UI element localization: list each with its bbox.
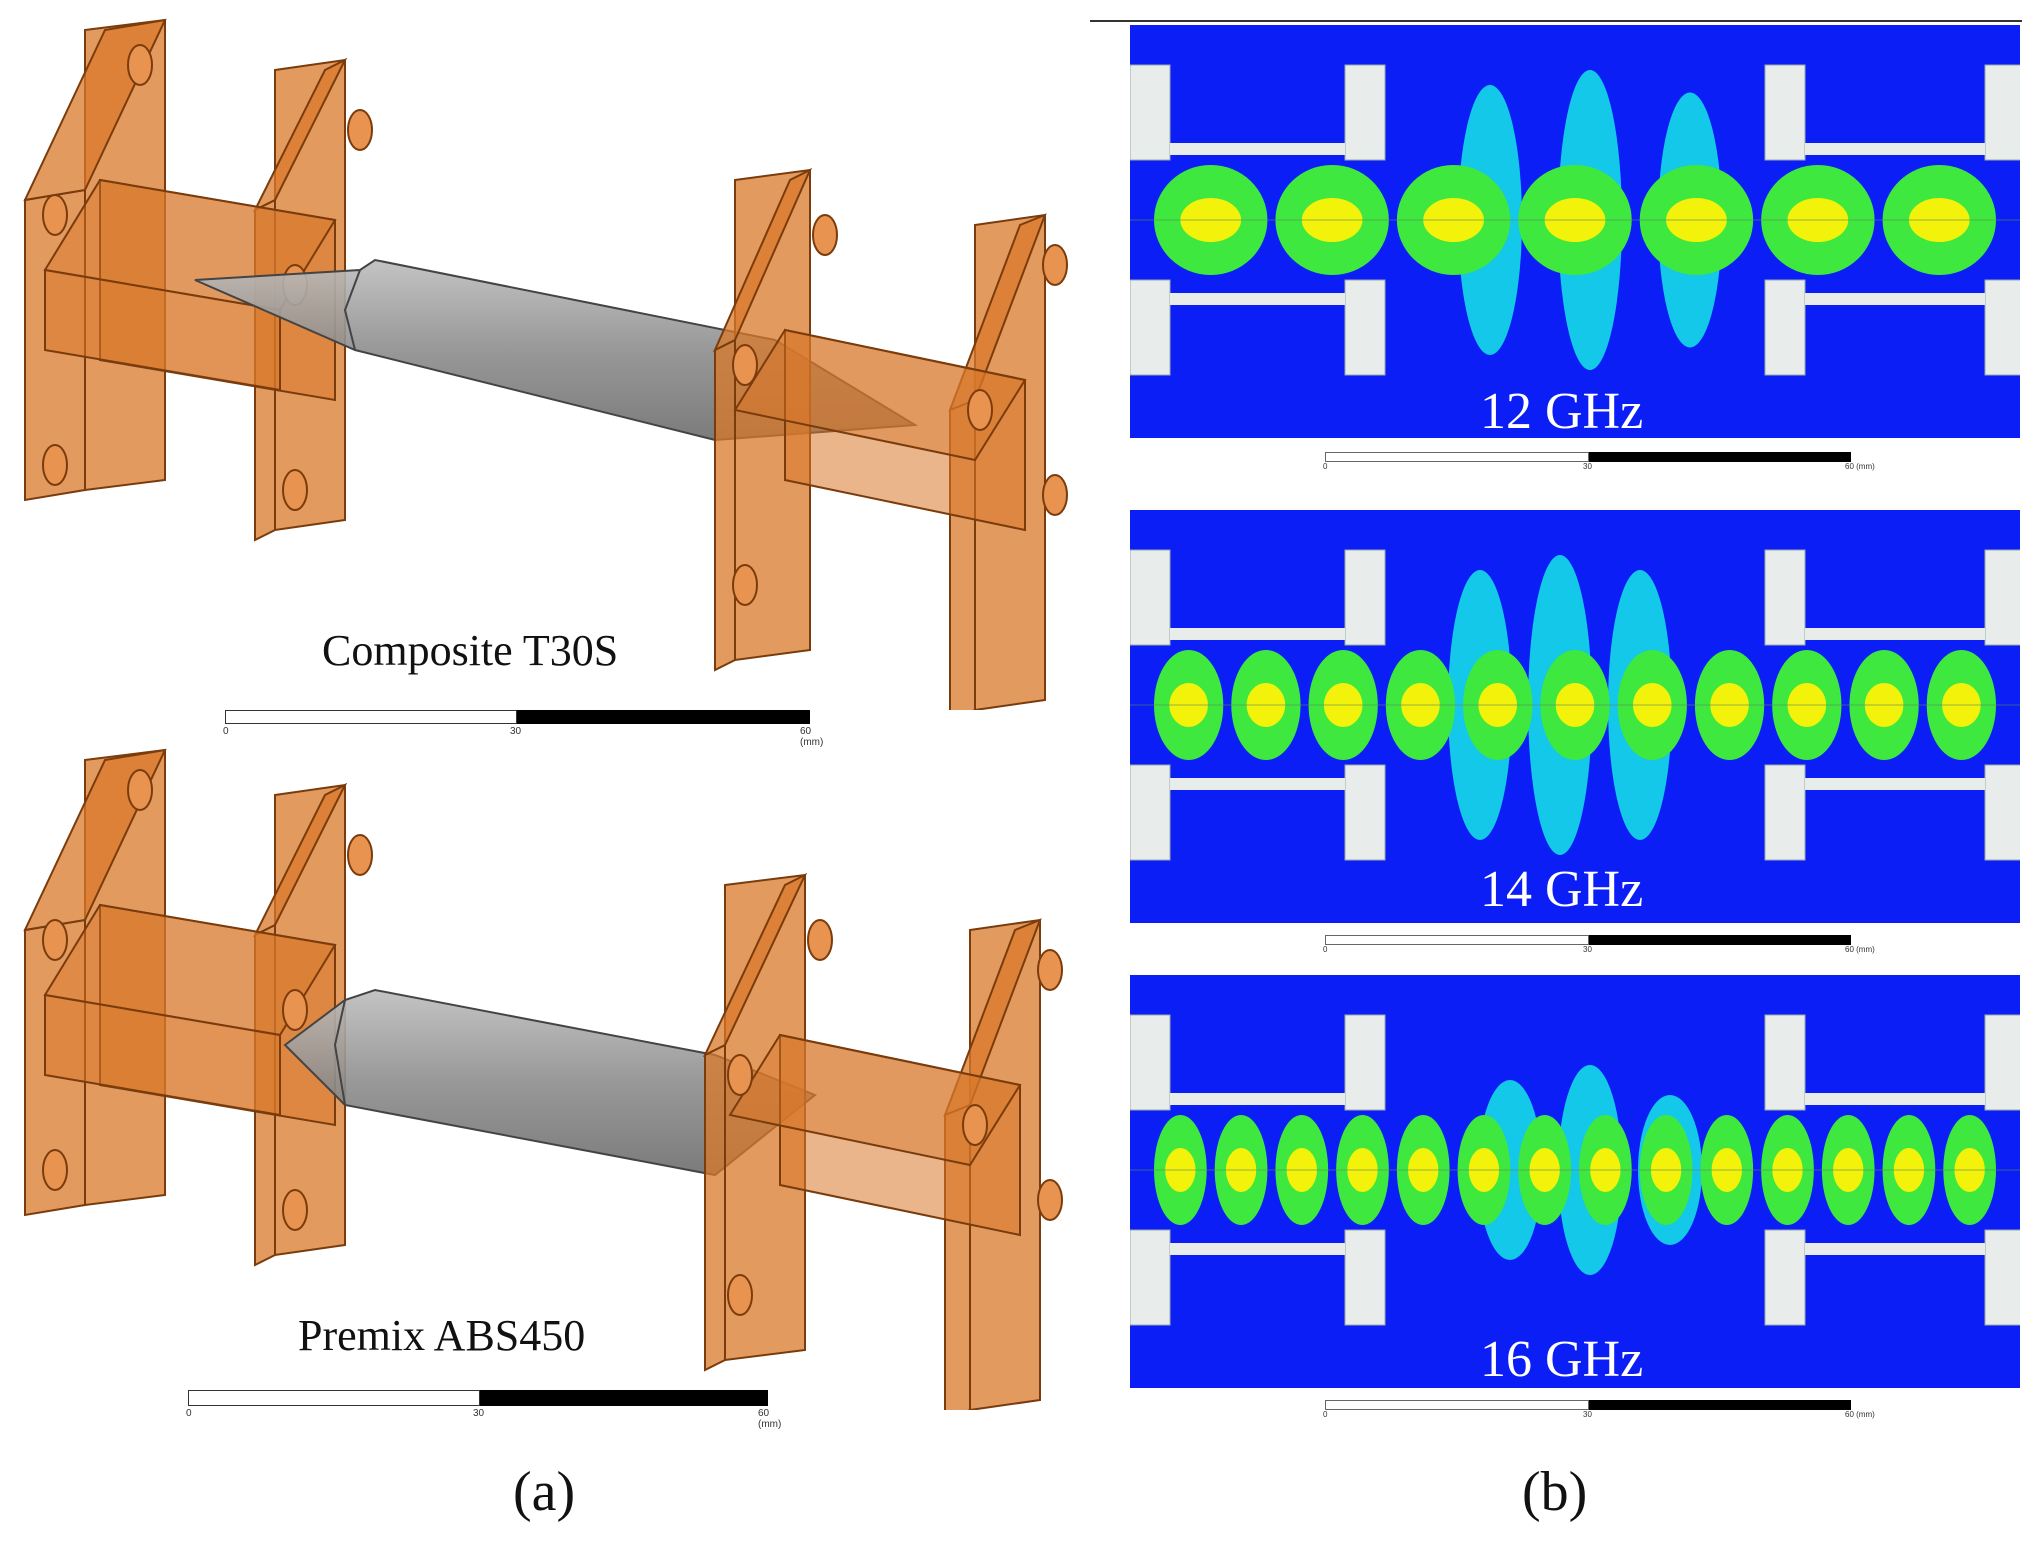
frequency-label: 16 GHz bbox=[1480, 1331, 1644, 1388]
scale-tick: 60 (mm) bbox=[758, 1408, 782, 1430]
flange-block bbox=[1764, 1014, 1806, 1111]
flange-block bbox=[1344, 279, 1386, 376]
scale-bar: 0 30 60 (mm) bbox=[1323, 935, 1885, 955]
field-map-svg bbox=[1129, 510, 2026, 935]
flange-block bbox=[1764, 64, 1806, 161]
ruler-strip bbox=[1130, 923, 2020, 935]
field-map-16ghz bbox=[1129, 975, 2026, 1400]
flange-block bbox=[1984, 549, 2026, 646]
panel-label: (a) bbox=[513, 1461, 576, 1523]
scale-tick: 30 bbox=[473, 1408, 485, 1419]
flange-block bbox=[1129, 64, 1171, 161]
flange-block bbox=[1984, 1229, 2026, 1326]
field-map-14ghz bbox=[1129, 510, 2026, 935]
flange-block bbox=[1764, 549, 1806, 646]
wall bbox=[1170, 1243, 1345, 1255]
top-rule bbox=[1090, 20, 2022, 22]
ruler-strip bbox=[1130, 1388, 2020, 1400]
scale-tick: 30 bbox=[1583, 462, 1592, 471]
right-flange-pair bbox=[712, 167, 1047, 710]
wall bbox=[1170, 143, 1345, 155]
frequency-label: 12 GHz bbox=[1480, 383, 1644, 440]
field-map-svg bbox=[1129, 25, 2026, 450]
wall bbox=[1170, 293, 1345, 305]
scale-tick: 0 bbox=[186, 1408, 192, 1419]
flange-block bbox=[1129, 1229, 1171, 1326]
wall bbox=[1170, 778, 1345, 790]
wall bbox=[1805, 143, 1985, 155]
flange-block bbox=[1344, 1229, 1386, 1326]
field-map-12ghz bbox=[1129, 25, 2026, 450]
ruler-strip bbox=[1130, 438, 2020, 450]
flange-block bbox=[1344, 764, 1386, 861]
scale-bar: 0 30 60 (mm) bbox=[186, 1390, 781, 1430]
flange-block bbox=[1344, 64, 1386, 161]
scale-tick: 30 bbox=[510, 726, 522, 737]
wall bbox=[1805, 1093, 1985, 1105]
flange-block bbox=[1764, 764, 1806, 861]
scale-bar: 0 30 60 (mm) bbox=[1323, 452, 1885, 472]
flange-block bbox=[1344, 1014, 1386, 1111]
waveguide-model-composite bbox=[23, 18, 1068, 710]
wall bbox=[1170, 1093, 1345, 1105]
flange-block bbox=[1764, 1229, 1806, 1326]
scale-tick: 30 bbox=[1583, 1410, 1592, 1419]
scale-tick: 0 bbox=[223, 726, 229, 737]
scale-tick: 30 bbox=[1583, 945, 1592, 954]
frequency-label: 14 GHz bbox=[1480, 861, 1644, 918]
scale-tick: 60 (mm) bbox=[1845, 462, 1875, 471]
flange-block bbox=[1129, 1014, 1171, 1111]
flange-block bbox=[1984, 64, 2026, 161]
scale-bar: 0 30 60 (mm) bbox=[223, 710, 823, 750]
field-map-svg bbox=[1129, 975, 2026, 1400]
wall bbox=[1170, 628, 1345, 640]
wall bbox=[1805, 628, 1985, 640]
wall bbox=[1805, 293, 1985, 305]
flange-block bbox=[1344, 549, 1386, 646]
flange-block bbox=[1984, 279, 2026, 376]
wall bbox=[1805, 1243, 1985, 1255]
scale-tick: 60 (mm) bbox=[800, 726, 824, 748]
scale-tick: 0 bbox=[1323, 462, 1328, 471]
model-caption: Premix ABS450 bbox=[298, 1311, 586, 1360]
wall bbox=[1805, 778, 1985, 790]
scale-tick: 60 (mm) bbox=[1845, 1410, 1875, 1419]
scale-tick: 0 bbox=[1323, 945, 1328, 954]
scale-tick: 60 (mm) bbox=[1845, 945, 1875, 954]
panel-label: (b) bbox=[1522, 1461, 1588, 1523]
flange-block bbox=[1129, 764, 1171, 861]
flange-block bbox=[1129, 279, 1171, 376]
waveguide-model-premix bbox=[23, 748, 1063, 1410]
flange-block bbox=[1764, 279, 1806, 376]
flange-block bbox=[1984, 1014, 2026, 1111]
flange-block bbox=[1129, 549, 1171, 646]
scale-bar: 0 30 60 (mm) bbox=[1323, 1400, 1885, 1420]
model-caption: Composite T30S bbox=[322, 626, 619, 675]
scale-tick: 0 bbox=[1323, 1410, 1328, 1419]
flange-block bbox=[1984, 764, 2026, 861]
